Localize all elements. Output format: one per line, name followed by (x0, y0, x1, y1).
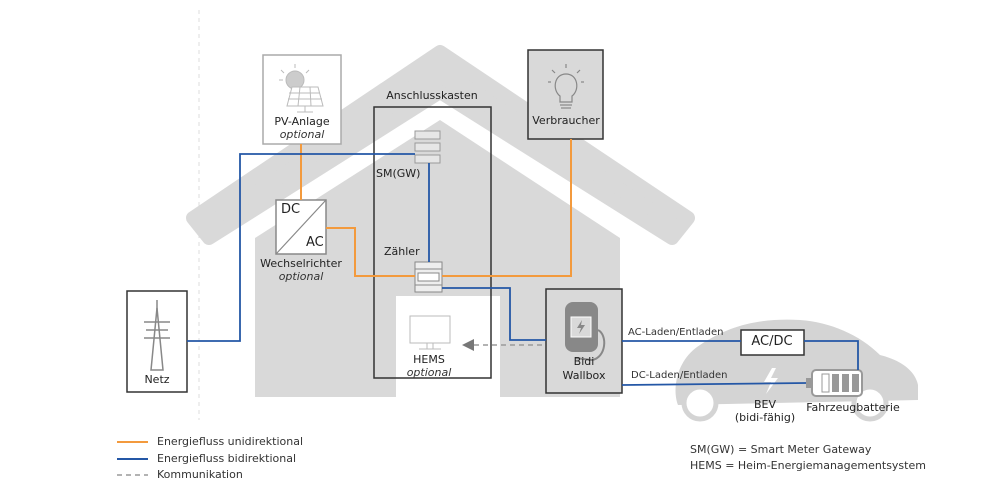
wechselrichter-label: Wechselrichter (260, 257, 342, 270)
power-pylon-icon (144, 300, 170, 371)
netz-label: Netz (144, 373, 170, 386)
meter-to-wallbox-line (442, 287, 546, 341)
inverter-ac-label: AC (306, 235, 324, 250)
abbreviation-smgw: SM(GW) = Smart Meter Gateway (690, 443, 872, 456)
legend-label-bidirectional: Energiefluss bidirektional (157, 452, 297, 465)
grid-to-smgw-line (187, 153, 415, 342)
pv-label: PV-Anlage (274, 115, 330, 128)
acdc-to-battery-line (804, 340, 859, 370)
zaehler-label: Zähler (384, 245, 420, 258)
battery-label: Fahrzeugbatterie (806, 401, 900, 414)
smgw-label: SM(GW) (376, 167, 421, 180)
bidirectional-lines (187, 153, 859, 386)
inverter-to-meter-line (326, 227, 415, 277)
dc-charging-label: DC-Laden/Entladen (631, 370, 728, 381)
charging-station-icon (565, 302, 606, 362)
abbreviation-hems: HEMS = Heim-Energiemanagementsystem (690, 459, 926, 472)
meter-icon (414, 261, 443, 293)
legend (117, 441, 148, 476)
ac-charging-label: AC-Laden/Entladen (628, 327, 724, 338)
anschlusskasten-label: Anschlusskasten (386, 89, 478, 102)
inverter-dc-label: DC (281, 202, 301, 217)
bev-label-line1: BEV (753, 398, 777, 411)
acdc-box (740, 329, 805, 356)
wallbox-label-line2: Wallbox (562, 369, 606, 382)
communication-line (462, 339, 546, 351)
verbraucher-label: Verbraucher (532, 114, 600, 127)
verbraucher-box (527, 49, 604, 140)
pv-box (262, 54, 342, 145)
light-bulb-icon (548, 64, 584, 109)
server-stack-icon (414, 130, 441, 164)
house-icon (186, 45, 695, 397)
anschlusskasten-box (373, 106, 492, 379)
monitor-icon (409, 315, 451, 350)
pv-note: optional (279, 128, 325, 141)
lightning-icon (764, 368, 778, 394)
wallbox-box (545, 288, 623, 394)
hems-note: optional (406, 366, 452, 379)
arrow-left-icon (462, 339, 474, 351)
legend-label-communication: Kommunikation (157, 468, 243, 481)
netz-box (126, 290, 188, 393)
acdc-label: AC/DC (751, 334, 793, 349)
hems-background (396, 296, 500, 414)
battery-icon (806, 369, 863, 397)
wallbox-label-line1: Bidi (573, 355, 595, 368)
wechselrichter-note: optional (278, 270, 324, 283)
meter-to-consumer-line (442, 139, 572, 277)
dc-charging-line (621, 382, 807, 386)
bev-label-line2: (bidi-fähig) (734, 411, 796, 424)
legend-label-unidirectional: Energiefluss unidirektional (157, 435, 304, 448)
solar-panel-icon (279, 64, 324, 113)
hems-label: HEMS (413, 353, 445, 366)
wechselrichter-box (275, 199, 327, 255)
